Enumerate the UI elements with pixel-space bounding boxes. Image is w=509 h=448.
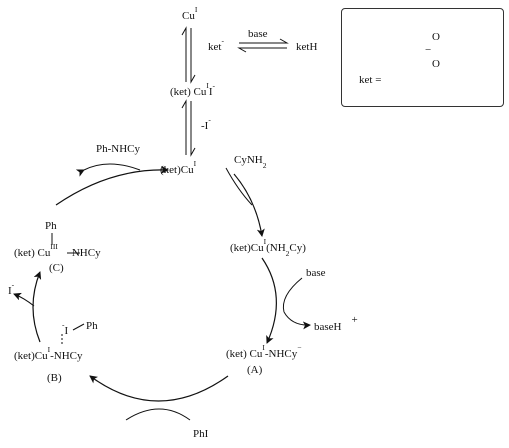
b-i-ph-bond [72, 323, 85, 331]
equilibrium-arrows-cu-ketcui [181, 26, 196, 84]
catalytic-cycle-arcs [32, 165, 277, 402]
ket-ligand-legend-box [341, 8, 504, 107]
keth-label: ketH [296, 41, 318, 53]
cycle-arc-deprotonation [261, 257, 277, 344]
ketcui-iodide-label: (ket) CuII- [170, 81, 216, 98]
cycle-arc-iodide-loss [32, 271, 42, 343]
intermediate-c-tag: (C) [49, 262, 64, 274]
ketone-oxygen-1: O [432, 31, 440, 43]
cycle-arc-amine-binding [233, 173, 265, 237]
ket-anion-label: ket- [208, 36, 224, 53]
baseh-exit-arrow [283, 311, 311, 330]
phi-entry-arrow [125, 408, 191, 421]
amine-complex-label: (ket)CuI(NH2Cy) [230, 237, 306, 259]
cycle-arc-reductive-elimination [55, 165, 169, 206]
side-arrows [13, 163, 311, 421]
iodide-exit-arrow [13, 292, 35, 307]
product-phnhcy-label: Ph-NHCy [96, 143, 141, 155]
minus-iodide-label: -I- [201, 115, 211, 132]
b-phenyl-label: Ph [86, 320, 98, 332]
base-entry-arrow [282, 277, 303, 313]
ket-equals-label: ket = [359, 74, 382, 86]
ket-enolate-minus: − [425, 44, 432, 56]
copper-i-label: CuI [182, 5, 198, 22]
equilibrium-arrows-ket-keth [237, 38, 289, 53]
equilibrium-arrows-iodide-loss [181, 99, 196, 157]
cyclohexylamine-label: CyNH2 [234, 154, 267, 171]
cu3-complex-label: (ket) CuIIINHCy [14, 242, 101, 259]
ketcu-catalyst-label: (ket)CuI [160, 159, 197, 176]
structure-bonds [51, 233, 85, 346]
cu3-phenyl-label: Ph [45, 220, 57, 232]
b-iodine-label: -I [62, 320, 69, 337]
ketone-oxygen-2: O [432, 58, 440, 70]
baseh-label: baseH+ [314, 314, 358, 333]
iodide-byproduct-label: I- [8, 280, 15, 297]
aryl-iodide-complex-b-label: (ket)CuI-NHCy [14, 345, 83, 362]
base-label-cycle: base [306, 267, 326, 279]
phnhcy-exit-arrow [75, 163, 141, 177]
base-label-top: base [248, 28, 268, 40]
iodobenzene-label: PhI [193, 428, 209, 440]
intermediate-b-tag: (B) [47, 372, 62, 384]
amido-complex-a-label: (ket) CuI-NHCy− [226, 343, 302, 360]
cycle-arc-oxidative-addition [89, 375, 229, 402]
cynh2-entry-arrow [225, 167, 253, 206]
intermediate-a-tag: (A) [247, 364, 263, 376]
